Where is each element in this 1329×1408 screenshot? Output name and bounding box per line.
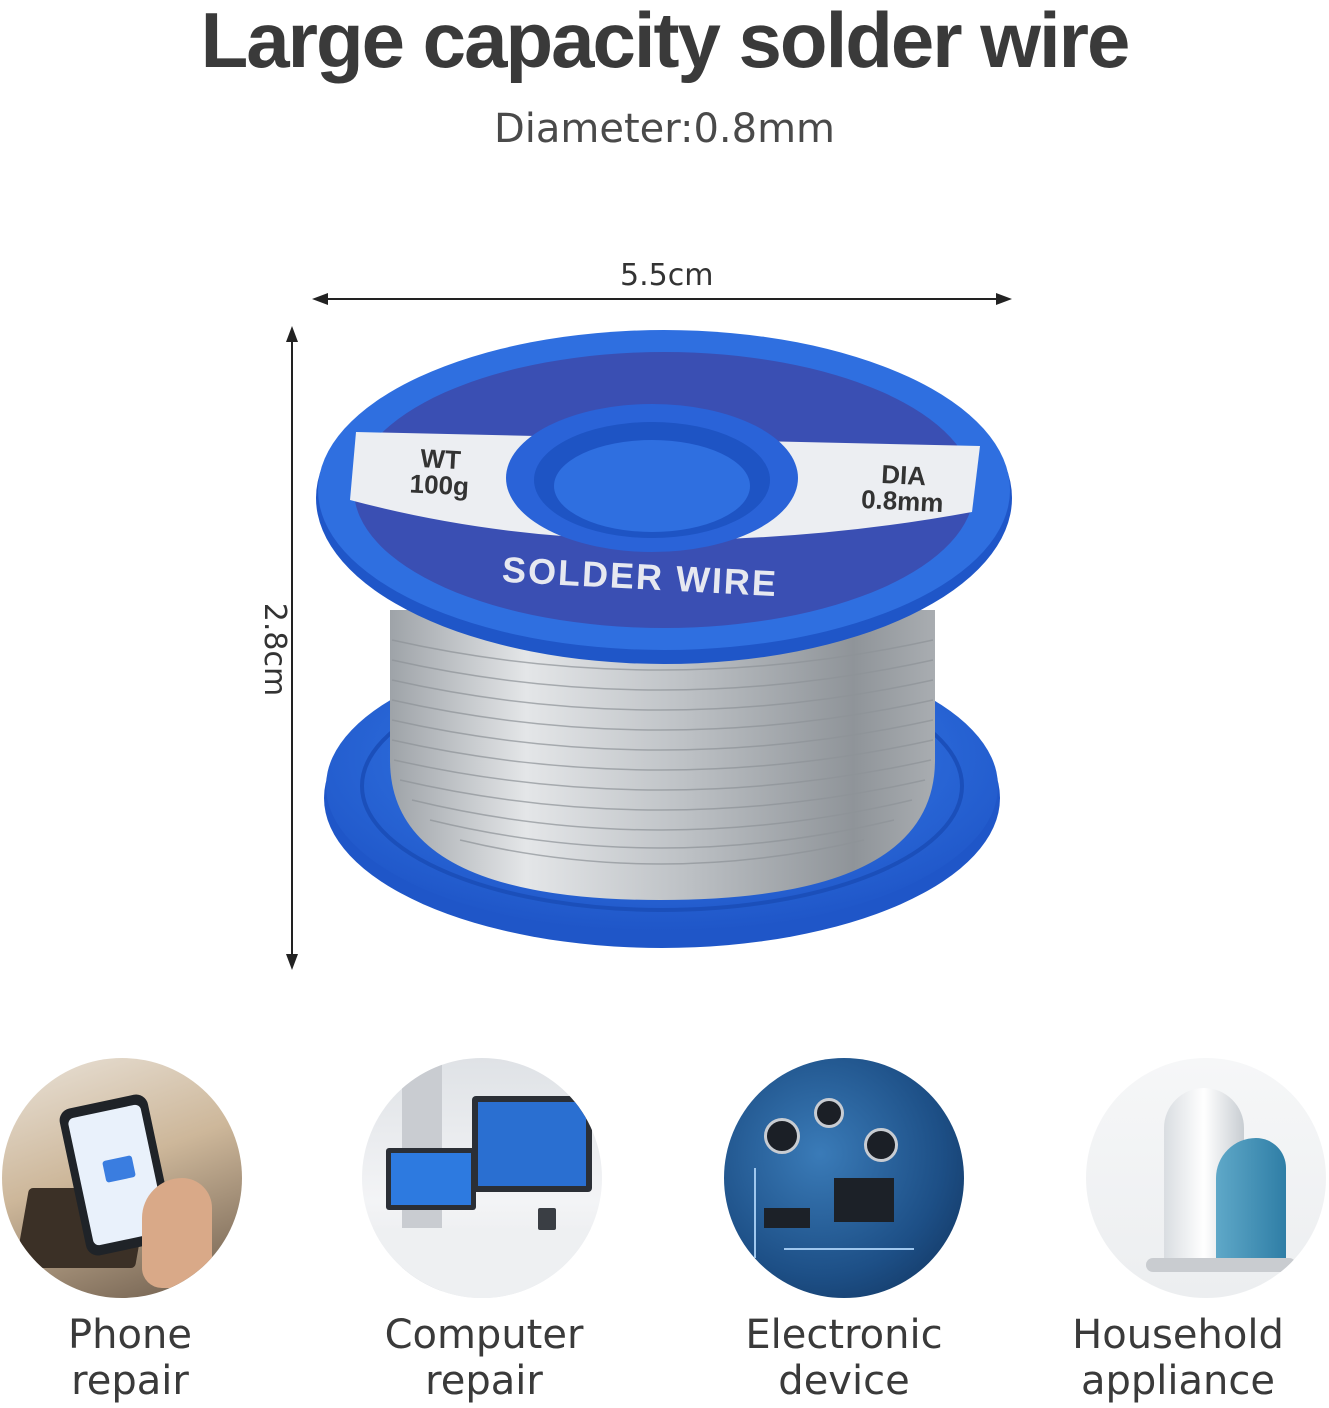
height-dimension-arrow [286,326,298,970]
circuit-board-photo [724,1058,964,1298]
caption-computer-repair-line1: Computer [384,1312,584,1358]
phone-repair-photo [2,1058,242,1298]
width-dimension-label: 5.5cm [620,258,714,293]
spool-weight-label: WT 100g [379,443,502,502]
caption-household-appliance-line1: Household [1072,1312,1284,1358]
solder-wire-coil [390,610,935,900]
caption-electronic-device: Electronic device [694,1312,994,1404]
caption-phone-repair-line1: Phone [68,1312,192,1358]
solder-spool-illustration [286,293,1012,970]
caption-phone-repair: Phone repair [0,1312,280,1404]
caption-computer-repair: Computer repair [334,1312,634,1404]
caption-household-appliance: Household appliance [1028,1312,1328,1404]
caption-household-appliance-line2: appliance [1081,1358,1275,1404]
caption-phone-repair-line2: repair [71,1358,189,1404]
width-dimension-arrow [312,293,1012,305]
caption-electronic-device-line1: Electronic [745,1312,943,1358]
caption-computer-repair-line2: repair [425,1358,543,1404]
spool-diameter-label: DIA 0.8mm [827,458,980,518]
top-flange [316,330,1012,664]
iron-photo [1086,1058,1326,1298]
page-title: Large capacity solder wire [200,0,1131,84]
computer-repair-photo [362,1058,602,1298]
caption-electronic-device-line2: device [778,1358,910,1404]
page-subtitle: Diameter:0.8mm [493,106,836,152]
